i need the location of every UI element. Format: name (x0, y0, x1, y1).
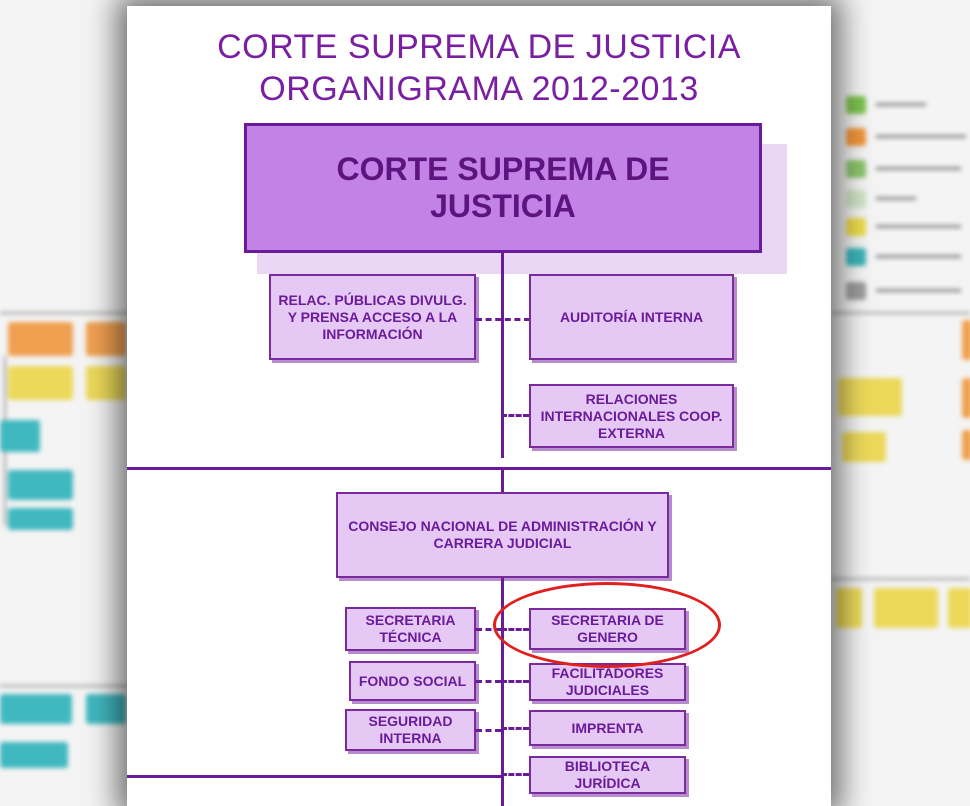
connector-relaciones-publicas (476, 318, 530, 321)
trunk-to-consejo-line (501, 467, 504, 493)
connector-seguridad-interna (476, 729, 501, 732)
connector-imprenta (501, 727, 529, 730)
connector-biblioteca (501, 773, 529, 776)
secretaria-tecnica-box: SECRETARIA TÉCNICA (345, 607, 476, 651)
trunk-lower-line (501, 578, 504, 806)
title-line-2: ORGANIGRAMA 2012-2013 (259, 70, 699, 108)
connector-fondo-social (476, 680, 501, 683)
facilitadores-judiciales-box: FACILITADORES JUDICIALES (529, 663, 686, 701)
corte-suprema-box: CORTE SUPREMA DE JUSTICIA (244, 123, 762, 253)
relaciones-publicas-box: RELAC. PÚBLICAS DIVULG. Y PRENSA ACCESO … (269, 274, 476, 360)
biblioteca-juridica-box: BIBLIOTECA JURÍDICA (529, 756, 686, 794)
connector-relaciones-internacionales (501, 414, 529, 417)
title-line-1: CORTE SUPREMA DE JUSTICIA (217, 28, 741, 66)
relaciones-internacionales-box: RELACIONES INTERNACIONALES COOP. EXTERNA (529, 384, 734, 448)
consejo-nacional-box: CONSEJO NACIONAL DE ADMINISTRACIÓN Y CAR… (336, 492, 669, 578)
imprenta-box: IMPRENTA (529, 710, 686, 746)
divider-line (127, 467, 831, 470)
organigram-slide: CORTE SUPREMA DE JUSTICIA ORGANIGRAMA 20… (127, 6, 831, 806)
secretaria-genero-highlight (493, 582, 721, 668)
bottom-left-line (127, 775, 501, 778)
seguridad-interna-box: SEGURIDAD INTERNA (345, 709, 476, 751)
auditoria-interna-box: AUDITORÍA INTERNA (529, 274, 734, 360)
connector-secretaria-tecnica (476, 628, 501, 631)
trunk-upper-line (501, 253, 504, 458)
fondo-social-box: FONDO SOCIAL (349, 661, 476, 701)
connector-facilitadores (501, 680, 529, 683)
